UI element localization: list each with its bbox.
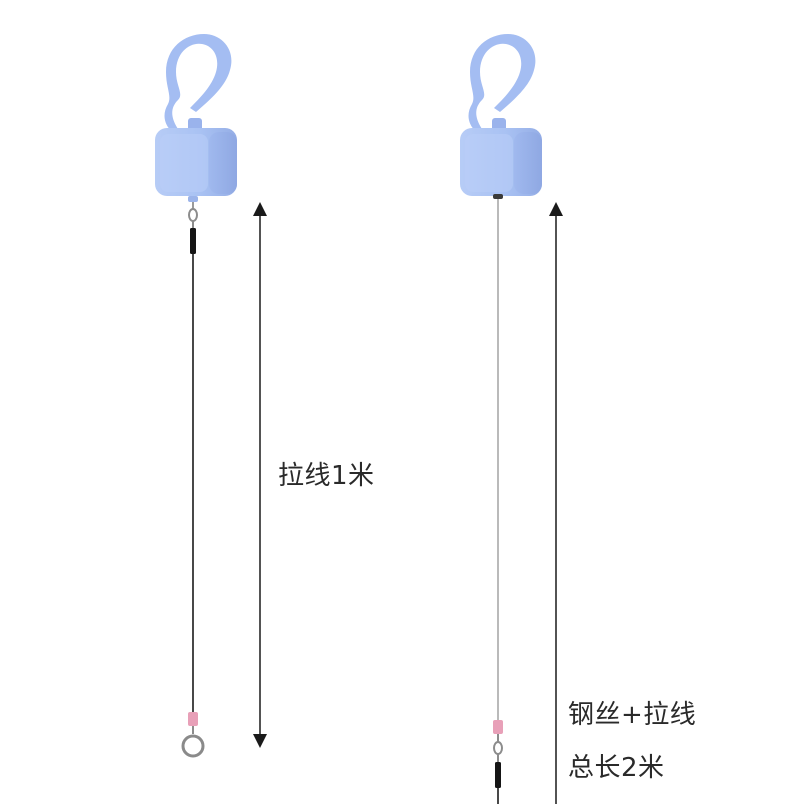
ring-icon [181,734,205,758]
retractor-device-2 [460,34,542,804]
arrow-up-icon [549,202,563,216]
pink-connector [188,712,198,726]
material-label-2: 钢丝+拉线 [568,700,697,730]
cable-sleeve [190,228,196,254]
arrow-up-icon [253,202,267,216]
swivel-clip [493,734,503,762]
retractor-device-1 [155,34,237,758]
length-label-1: 拉线1米 [278,461,375,491]
hook-icon [164,34,232,132]
hook-icon [468,34,536,132]
arrow-down-icon [253,734,267,748]
swivel-clip [188,202,198,228]
cable-sleeve [495,762,501,788]
pink-connector [493,720,503,734]
dimension-arrow-1 [253,202,267,748]
dimension-arrow-2 [549,202,563,804]
length-label-2: 总长2米 [568,753,665,783]
